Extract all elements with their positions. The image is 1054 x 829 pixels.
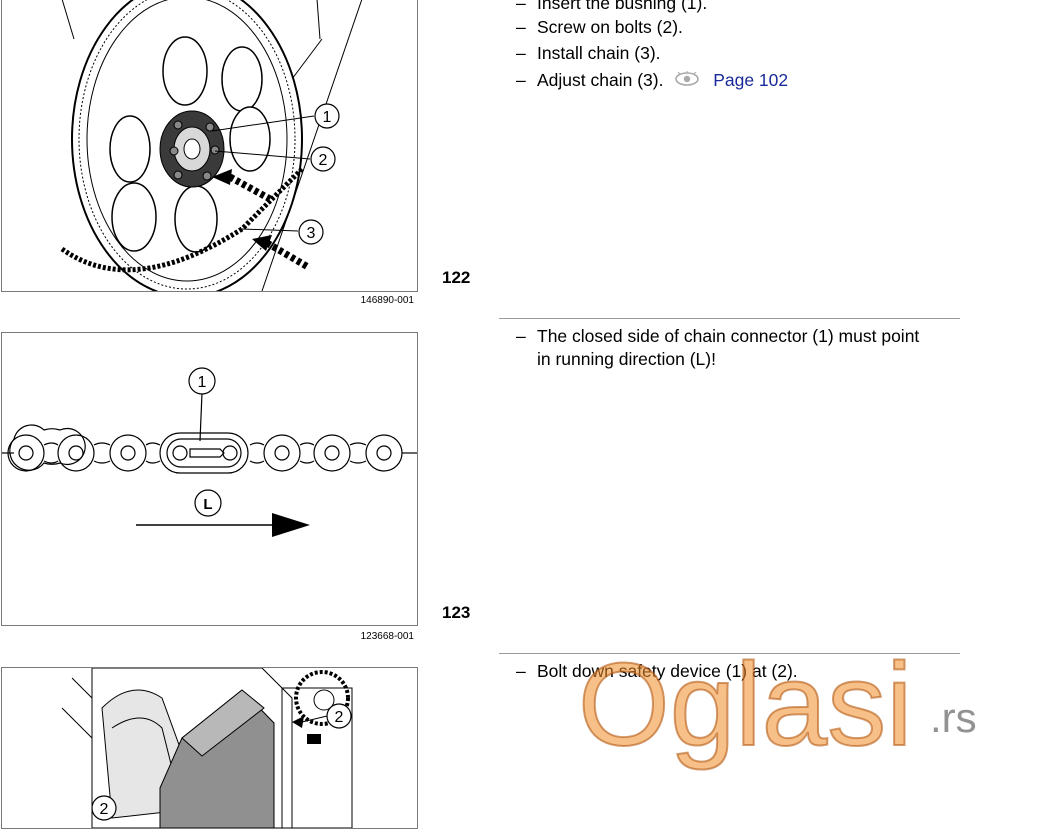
figure-123-image: 1 L [1, 332, 418, 626]
connector-callout: 1 [198, 374, 207, 391]
figure-123-code: 123668-001 [360, 631, 414, 642]
step-install-chain: – Install chain (3). [516, 43, 661, 63]
step-insert-bushing: – Insert the bushing (1). [516, 0, 708, 13]
figure-124-image: 2 2 [1, 667, 418, 829]
watermark-brand: Oglasi [578, 640, 912, 771]
page-102-link[interactable]: Page 102 [713, 70, 789, 90]
oglasi-watermark-logo: Oglasi .rs [577, 638, 1018, 785]
sprocket-illustration: 1 2 3 [60, 0, 363, 291]
figure-123-number: 123 [442, 603, 471, 622]
direction-callout: L [203, 496, 212, 513]
insert-arrow-icon [212, 169, 272, 203]
running-direction-arrow-icon [136, 513, 310, 537]
step-bolt-safety-device: – Bolt down safety device (1) at (2). [516, 661, 798, 681]
safety-device-illustration: 2 2 [61, 668, 353, 828]
bolt-callout-upper: 2 [335, 709, 344, 726]
chain-illustration: 1 L [2, 367, 417, 537]
step-adjust-chain: – Adjust chain (3). Page 102 [516, 69, 956, 93]
step-screw-bolts: – Screw on bolts (2). [516, 17, 683, 37]
bolt-callout-lower: 2 [100, 801, 109, 818]
adjust-chain-text: Adjust chain (3). [537, 70, 664, 90]
callout-2: 2 [319, 152, 328, 169]
step-chain-connector: – The closed side of chain connector (1)… [516, 326, 920, 369]
figure-122-number: 122 [442, 268, 471, 287]
figure-122-code: 146890-001 [360, 295, 414, 306]
eye-icon [674, 70, 700, 93]
callout-1: 1 [323, 109, 332, 126]
section-divider-123 [499, 318, 960, 319]
watermark-tld: .rs [930, 694, 977, 741]
section-divider-124 [499, 653, 960, 654]
chain-arrow-icon [252, 235, 310, 271]
figure-122-image: 1 2 3 [1, 0, 418, 292]
callout-3: 3 [307, 225, 316, 242]
